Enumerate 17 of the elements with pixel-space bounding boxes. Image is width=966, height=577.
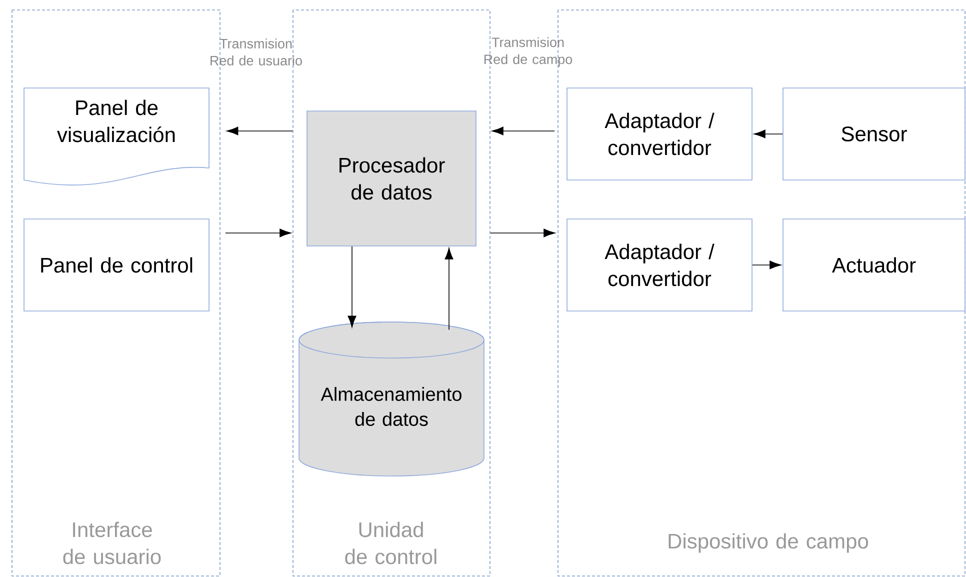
network-label: Transmision Red de campo <box>484 37 572 67</box>
arrow <box>492 126 555 136</box>
arrow <box>752 260 782 270</box>
arrow <box>444 248 454 330</box>
process-box: Adaptador / convertidor <box>566 88 752 180</box>
database-cylinder: Almacenamiento de datos <box>298 322 484 476</box>
arrow <box>225 228 292 238</box>
process-box: Procesador de datos <box>306 110 476 246</box>
process-box: Actuador <box>782 218 966 312</box>
arrow <box>490 228 556 238</box>
network-label: Transmision Red de usuario <box>210 38 302 66</box>
process-box: Panel de control <box>24 218 210 312</box>
arrow <box>226 126 293 136</box>
arrow <box>348 246 356 328</box>
process-box: Adaptador / convertidor <box>566 218 752 312</box>
process-box: Sensor <box>782 88 966 180</box>
arrow <box>754 130 783 138</box>
